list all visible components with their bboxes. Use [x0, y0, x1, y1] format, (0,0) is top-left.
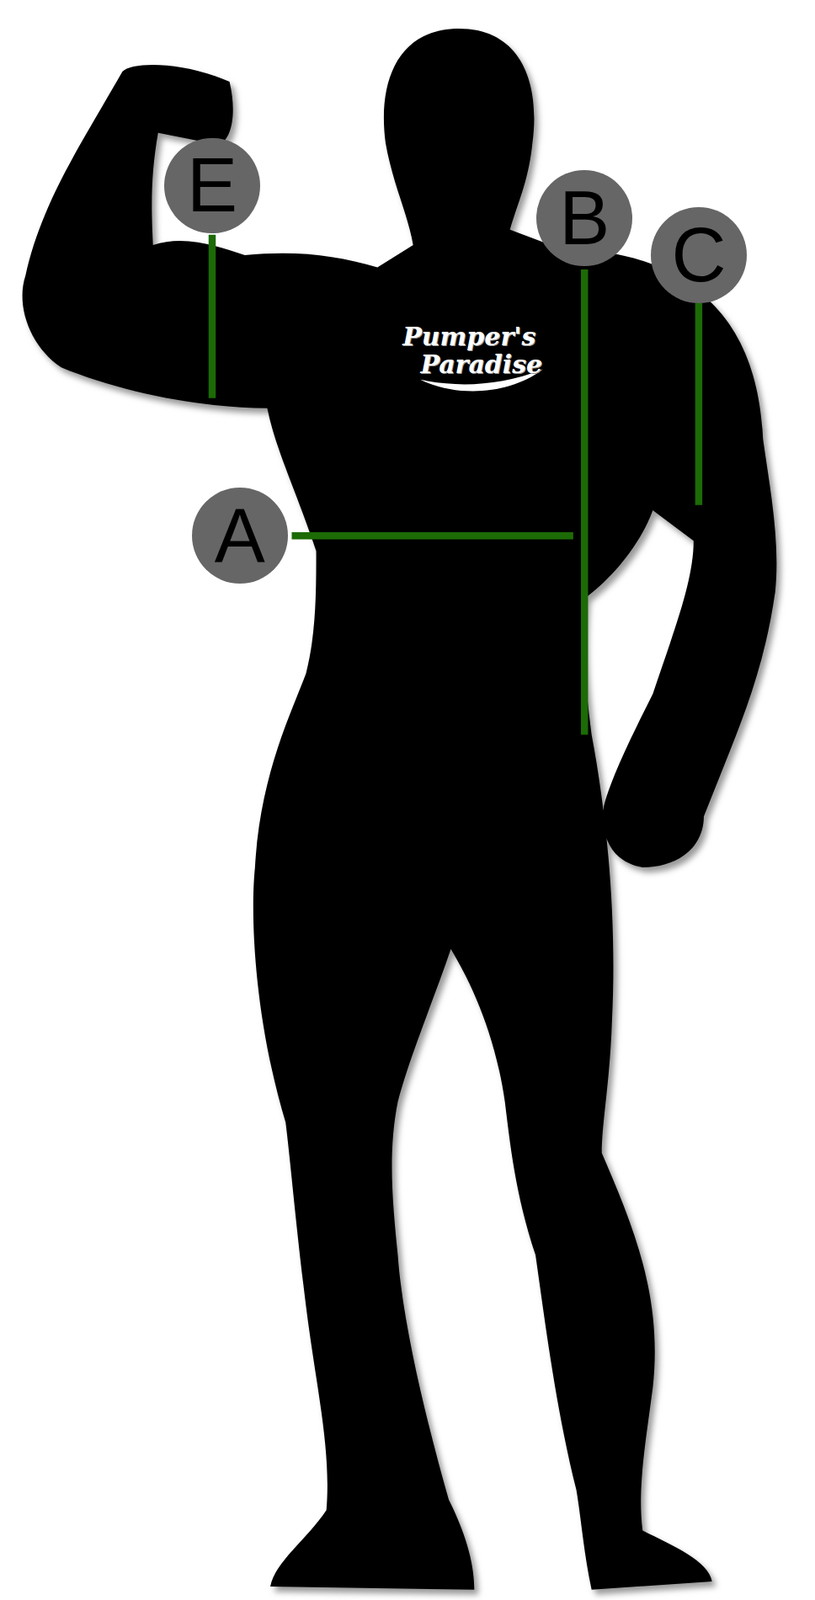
logo-text: Paradise [420, 351, 543, 378]
callout-letter: C [671, 217, 726, 293]
callout-circle: A [191, 487, 288, 584]
measure-line [208, 234, 216, 399]
callout-circle: B [536, 170, 633, 267]
callout-circle: C [650, 207, 747, 304]
callout-letter: A [214, 497, 266, 574]
measure-lines [212, 234, 699, 736]
callout-circle: E [164, 138, 261, 235]
callout-letter: E [186, 147, 238, 224]
measure-line [291, 532, 573, 539]
silhouette [22, 28, 778, 1590]
measure-line [695, 303, 703, 506]
logo-text: Pumper's [402, 324, 536, 350]
callout-letter: B [559, 180, 610, 256]
measure-line [580, 269, 588, 735]
